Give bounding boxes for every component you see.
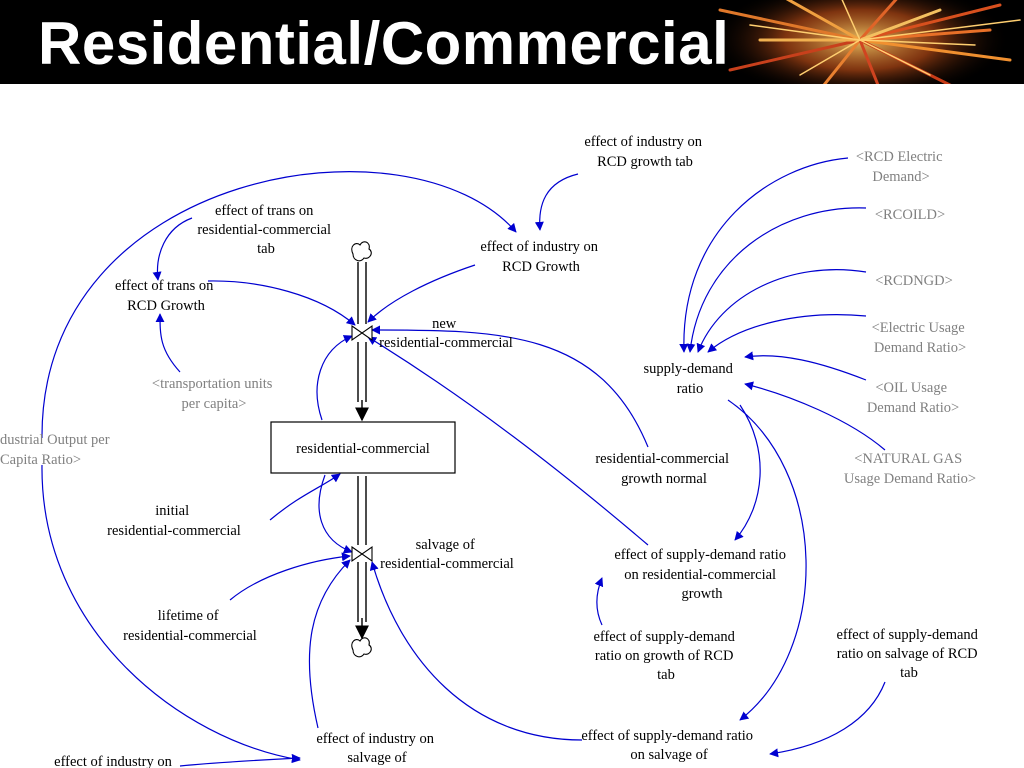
link-sdr-to-sdr-growth (734, 404, 761, 541)
link-growth-normal-to-new (371, 325, 649, 448)
link-sdr-salvage-tab-to-sdr-salvage (769, 681, 886, 758)
stock-flow-diagram: residential-commercial new residential-c… (0, 134, 981, 768)
link-industrial-output-to-growth (41, 171, 517, 439)
link-trans-tab-to-trans-growth (152, 217, 193, 281)
shadow-oil-usage: <OIL Usage Demand Ratio> (867, 380, 959, 416)
link-bottom-industry-to-salvage-effect (179, 753, 301, 767)
var-effect-sdr-salvage-tab: effect of supply-demand ratio on salvage… (836, 627, 981, 681)
var-rc-growth-normal: residential-commercial growth normal (595, 451, 732, 487)
outflow-label: salvage of residential-commercial (380, 537, 514, 572)
var-effect-industry-rcd-growth-tab: effect of industry on RCD growth tab (584, 134, 705, 170)
link-stock-to-salvage (318, 474, 353, 554)
shadow-transportation-units: <transportation units per capita> (152, 376, 276, 412)
link-transport-units-to-trans-growth (155, 313, 181, 373)
var-effect-trans-tab: effect of trans on residential-commercia… (197, 203, 334, 257)
slide-title: Residential/Commercial (38, 10, 730, 77)
outflow-valve-icon (351, 545, 373, 563)
var-effect-industry-rcd-growth: effect of industry on RCD Growth (480, 239, 601, 275)
var-effect-industry-bottom: effect of industry on (54, 754, 172, 768)
fireworks-decoration (710, 0, 1021, 84)
shadow-rcd-electric: <RCD Electric Demand> (856, 149, 946, 185)
var-effect-trans-rcd-growth: effect of trans on RCD Growth (115, 278, 217, 314)
link-industrial-output-to-salvage (41, 464, 301, 764)
link-rcdngd-to-sdr (696, 269, 867, 353)
link-trans-growth-to-new (207, 280, 356, 326)
var-lifetime-rc: lifetime of residential-commercial (123, 608, 257, 644)
outflow-pipe-lower (357, 562, 367, 622)
var-effect-sdr-salvage: effect of supply-demand ratio on salvage… (581, 728, 756, 763)
inflow-pipe (357, 262, 367, 324)
link-rcd-electric-to-sdr (679, 157, 849, 353)
inflow-pipe-lower (357, 342, 367, 402)
link-stock-to-new (316, 335, 353, 421)
link-sdr-salvage-to-salvage (369, 561, 583, 741)
source-cloud-icon (351, 241, 372, 262)
var-initial-rc: initial residential-commercial (107, 503, 241, 539)
link-sdr-to-sdr-salvage (727, 399, 807, 721)
shadow-electric-usage: <Electric Usage Demand Ratio> (872, 320, 969, 356)
stock-box (270, 421, 456, 474)
link-rcoild-to-sdr (686, 207, 867, 353)
outflow-pipe (357, 476, 367, 545)
shadow-rcdngd: <RCDNGD> (875, 273, 953, 289)
link-natural-gas-to-sdr (744, 381, 886, 451)
var-effect-industry-salvage: effect of industry on salvage of (316, 731, 437, 766)
inflow-label: new residential-commercial (379, 316, 513, 351)
stock-label: residential-commercial (296, 441, 430, 457)
sink-cloud-icon (351, 637, 372, 658)
link-industry-salvage-to-salvage (308, 559, 351, 729)
link-initial-to-stock (269, 473, 341, 521)
link-electric-usage-to-sdr (707, 314, 867, 353)
shadow-natural-gas: <NATURAL GAS Usage Demand Ratio> (844, 451, 976, 487)
flow-pipes (355, 262, 369, 640)
var-supply-demand-ratio: supply-demand ratio (643, 361, 736, 397)
shadow-industrial-output: dustrial Output per Capita Ratio> (0, 432, 113, 468)
link-sdr-growth-to-new (367, 336, 649, 546)
title-banner: Residential/Commercial (0, 0, 1024, 84)
link-oil-usage-to-sdr (744, 351, 867, 381)
causal-links (41, 157, 886, 767)
var-effect-sdr-growth-tab: effect of supply-demand ratio on growth … (593, 629, 738, 683)
var-effect-sdr-growth: effect of supply-demand ratio on residen… (614, 547, 789, 602)
link-lifetime-to-salvage (229, 552, 351, 601)
shadow-rcoild: <RCOILD> (875, 207, 945, 223)
link-sdr-growth-tab-to-sdr-growth (594, 577, 604, 626)
link-industry-tab-to-growth (534, 173, 579, 231)
inflow-valve-icon (351, 324, 373, 342)
link-industry-growth-to-new (367, 264, 476, 323)
